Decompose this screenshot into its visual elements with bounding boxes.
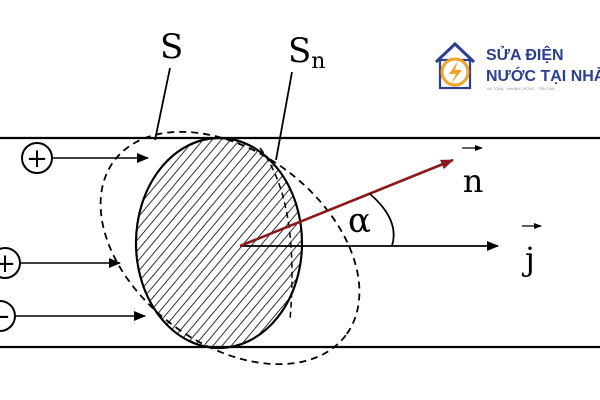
brand-line-1: SỬA ĐIỆN [486,45,564,64]
surface-sn-main: S [288,31,311,71]
charge-carrier-1: + [21,142,149,174]
normal-vector [239,158,454,248]
charge-carrier-2: + [0,247,121,279]
angle-arc [369,193,395,247]
brand-logo: SỬA ĐIỆN NƯỚC TẠI NHÀ AN TOÀN · NHANH CH… [434,41,600,91]
brand-line-2: NƯỚC TẠI NHÀ [486,66,600,85]
oblique-surface-s [99,130,361,366]
normal-cross-section-sn [134,136,304,350]
current-density-label: j [521,240,535,278]
surface-sn-leader [275,71,293,161]
surface-sn-label: Sn [288,31,325,74]
conductor-tube [0,136,600,349]
surface-s-inner-edge [259,147,293,321]
brand-tagline: AN TOÀN · NHANH CHÓNG · TẬN TÂM [487,86,555,91]
angle-label: α [348,201,371,241]
charge-sign-1: + [26,144,48,174]
charge-carrier-3: − [0,300,146,332]
surface-sn-subscript: n [311,49,325,74]
surface-s-label: S [160,27,183,67]
charge-sign-3: − [0,302,11,332]
lightning-house-icon [434,41,476,90]
surface-s-leader [154,67,171,141]
normal-vector-label: n [463,162,484,200]
charge-sign-2: + [0,249,16,279]
